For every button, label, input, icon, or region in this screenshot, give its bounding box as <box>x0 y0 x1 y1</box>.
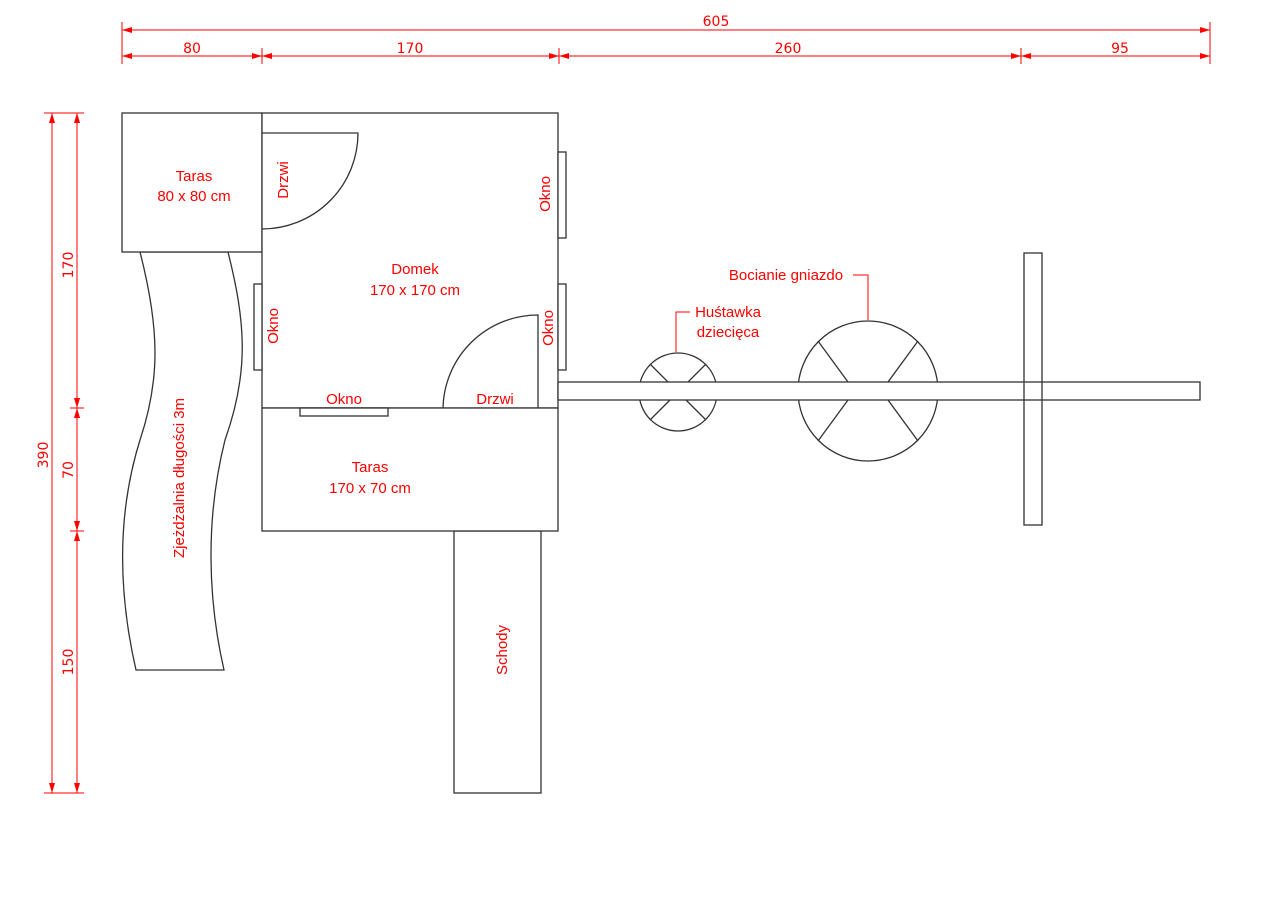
small-terrace-size: 80 x 80 cm <box>157 188 230 205</box>
window-right-bottom-label: Okno <box>540 310 557 346</box>
swing-label-1: Huśtawka <box>695 304 762 321</box>
dim-width-3: 95 <box>1111 41 1129 57</box>
beam-joint <box>1025 383 1041 399</box>
window-right-top <box>557 151 567 239</box>
dim-width-0: 80 <box>183 41 201 57</box>
swing-leader <box>675 311 690 352</box>
large-terrace-label: Taras <box>352 459 389 476</box>
house <box>261 112 559 409</box>
nest-label: Bocianie gniazdo <box>729 267 843 284</box>
window-left <box>253 283 263 371</box>
door-bottom-label: Drzwi <box>476 391 514 408</box>
house-size: 170 x 170 cm <box>370 282 460 299</box>
small-terrace-label: Taras <box>176 168 213 185</box>
house-label: Domek <box>391 261 439 278</box>
dim-height-1: 70 <box>61 461 77 479</box>
large-terrace <box>261 407 559 532</box>
dim-width-1: 170 <box>397 41 424 57</box>
dim-height-0: 170 <box>61 252 77 279</box>
nest-leader <box>853 274 869 320</box>
left-dimensions: 390 170 70 150 <box>36 112 84 794</box>
swing-label-2: dziecięca <box>697 324 760 341</box>
window-right-bottom <box>557 283 567 371</box>
window-left-label: Okno <box>265 308 282 344</box>
dim-height-2: 150 <box>61 649 77 676</box>
stairs-label: Schody <box>494 624 511 675</box>
large-terrace-size: 170 x 70 cm <box>329 480 411 497</box>
door-bottom-swing <box>442 314 539 409</box>
slide-shape <box>121 251 243 671</box>
window-bottom-label: Okno <box>326 391 362 408</box>
door-top-label: Drzwi <box>275 161 292 199</box>
dim-total-width: 605 <box>703 14 730 30</box>
dim-width-2: 260 <box>775 41 802 57</box>
small-terrace <box>121 112 263 253</box>
swing-beam <box>557 381 1201 401</box>
door-top-swing <box>261 132 359 230</box>
stairs <box>453 530 542 794</box>
top-dimensions: 605 80 170 260 95 <box>121 14 1211 64</box>
window-bottom <box>299 407 389 417</box>
dim-total-height: 390 <box>36 442 52 469</box>
window-right-top-label: Okno <box>537 176 554 212</box>
slide-label: Zjeżdżalnia długości 3m <box>171 398 188 558</box>
